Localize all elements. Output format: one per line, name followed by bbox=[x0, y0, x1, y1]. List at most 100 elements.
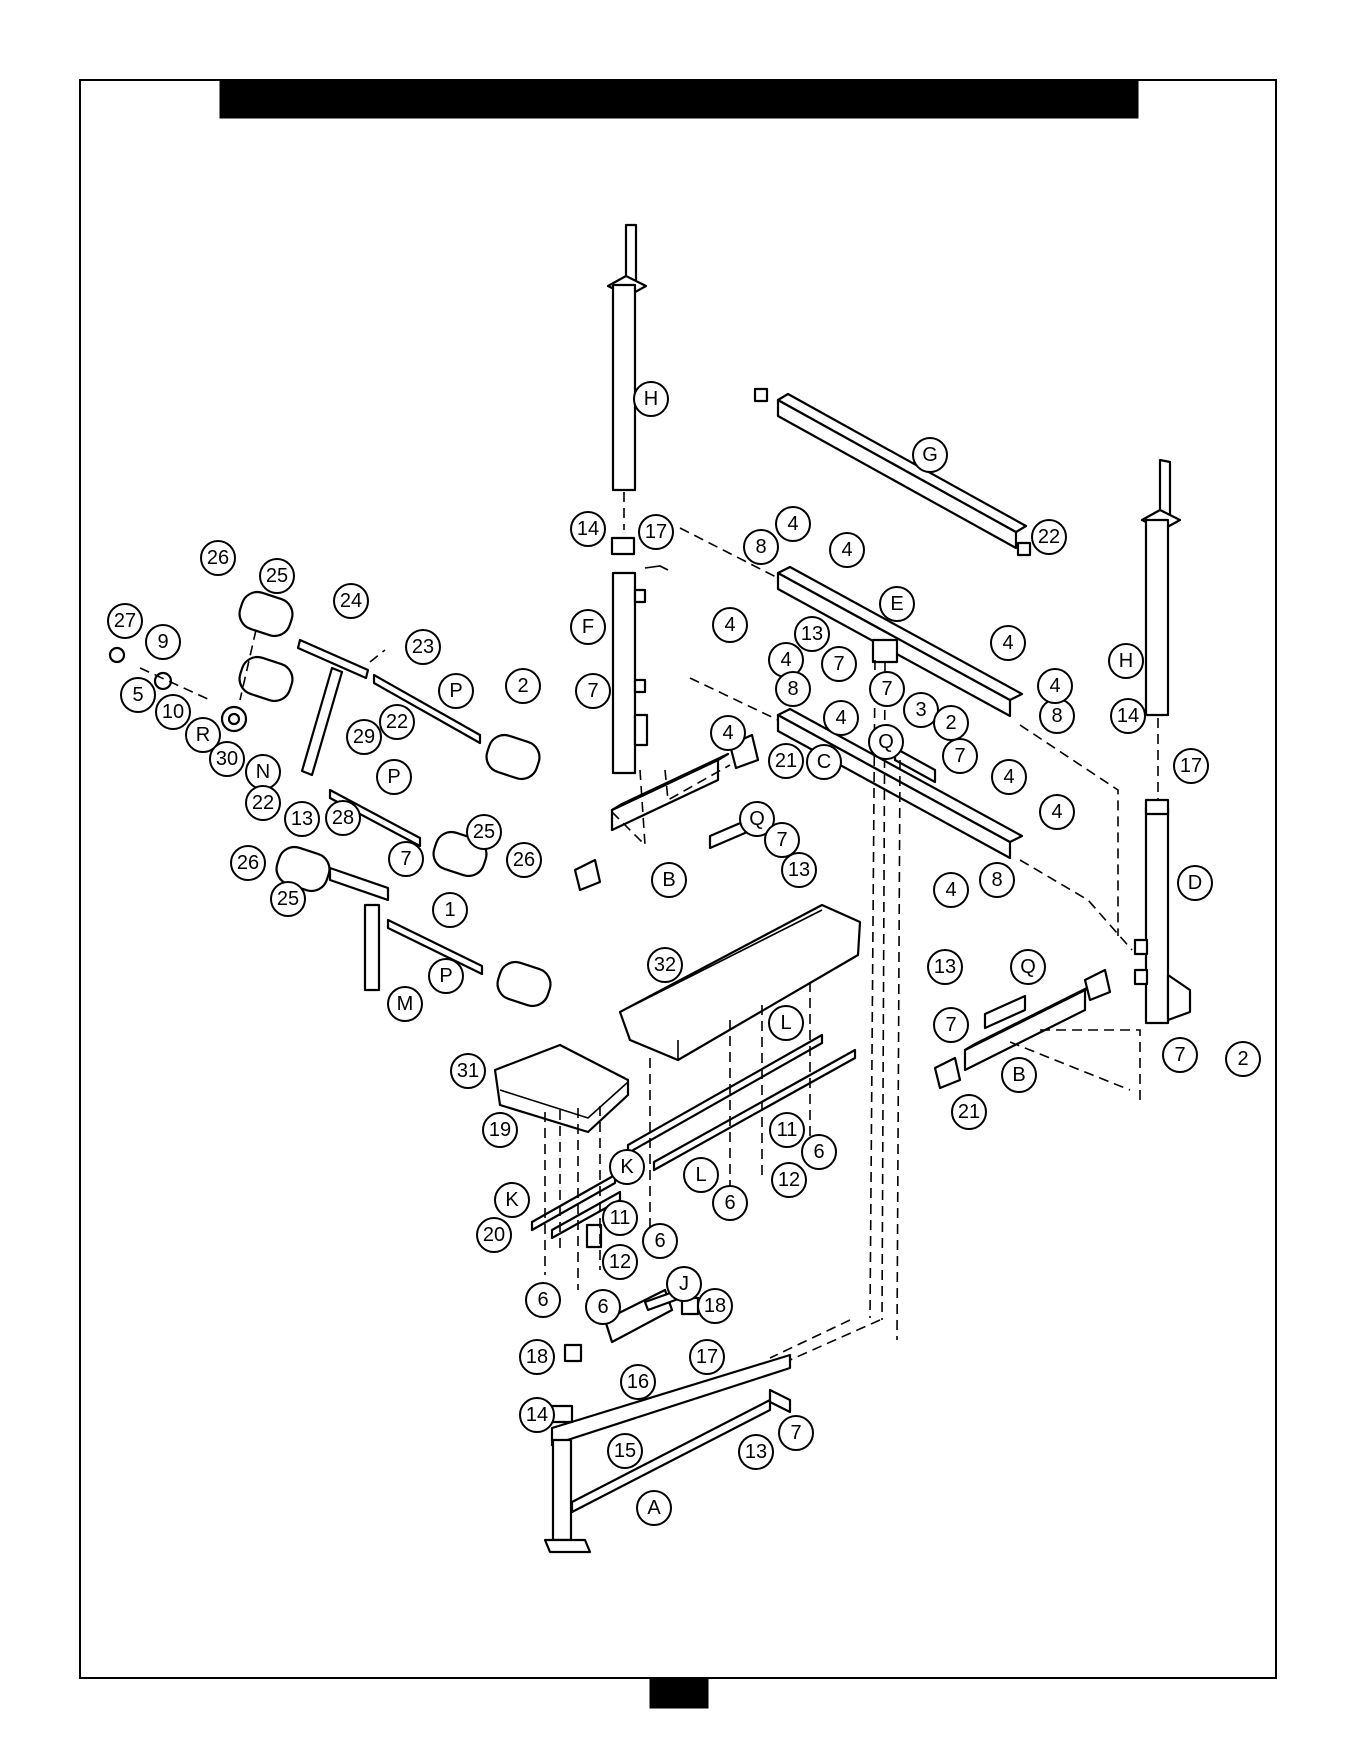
callout: 22 bbox=[246, 786, 280, 820]
svg-text:4: 4 bbox=[780, 649, 791, 671]
callout: 25 bbox=[467, 815, 501, 849]
callout: 16 bbox=[621, 1365, 655, 1399]
svg-text:22: 22 bbox=[1038, 526, 1060, 548]
part-d bbox=[1135, 800, 1190, 1023]
svg-text:P: P bbox=[449, 680, 462, 702]
callout: 7 bbox=[934, 1008, 968, 1042]
svg-text:C: C bbox=[817, 751, 831, 773]
callout: P bbox=[429, 959, 463, 993]
callout: 21 bbox=[952, 1095, 986, 1129]
svg-text:4: 4 bbox=[1003, 766, 1014, 788]
callout: 2 bbox=[934, 706, 968, 740]
svg-text:N: N bbox=[256, 761, 270, 783]
svg-text:32: 32 bbox=[654, 954, 676, 976]
callout: 26 bbox=[507, 843, 541, 877]
callout: 17 bbox=[639, 515, 673, 549]
callout: 4 bbox=[934, 873, 968, 907]
callout: 20 bbox=[477, 1218, 511, 1252]
callout: 4 bbox=[830, 533, 864, 567]
callout: 32 bbox=[648, 948, 682, 982]
svg-text:7: 7 bbox=[790, 1422, 801, 1444]
svg-text:B: B bbox=[1012, 1064, 1025, 1086]
svg-text:18: 18 bbox=[704, 1295, 726, 1317]
callout: 25 bbox=[260, 559, 294, 593]
callout: N bbox=[246, 755, 280, 789]
svg-text:5: 5 bbox=[132, 684, 143, 706]
svg-text:22: 22 bbox=[252, 792, 274, 814]
callout: 13 bbox=[928, 950, 962, 984]
callout: 26 bbox=[201, 541, 235, 575]
callout: 7 bbox=[765, 823, 799, 857]
parts-layer bbox=[110, 225, 1190, 1552]
svg-text:4: 4 bbox=[724, 614, 735, 636]
svg-text:13: 13 bbox=[788, 859, 810, 881]
part-h-left bbox=[608, 225, 646, 490]
callout: A bbox=[637, 1491, 671, 1525]
svg-text:7: 7 bbox=[954, 745, 965, 767]
svg-text:A: A bbox=[647, 1497, 661, 1519]
svg-text:6: 6 bbox=[813, 1141, 824, 1163]
callout: 3 bbox=[904, 693, 938, 727]
svg-text:8: 8 bbox=[787, 678, 798, 700]
callout: 26 bbox=[231, 846, 265, 880]
footer-page-tab bbox=[650, 1678, 708, 1708]
callout: 12 bbox=[772, 1163, 806, 1197]
svg-text:25: 25 bbox=[473, 821, 495, 843]
callout: 29 bbox=[347, 720, 381, 754]
callout: 10 bbox=[156, 695, 190, 729]
svg-text:26: 26 bbox=[513, 849, 535, 871]
svg-text:2: 2 bbox=[517, 675, 528, 697]
part-32-backrest bbox=[620, 905, 860, 1060]
svg-text:4: 4 bbox=[722, 722, 733, 744]
part-h-right bbox=[1142, 460, 1180, 715]
svg-text:2: 2 bbox=[945, 712, 956, 734]
svg-text:8: 8 bbox=[1051, 705, 1062, 727]
svg-text:G: G bbox=[922, 444, 938, 466]
svg-text:7: 7 bbox=[400, 848, 411, 870]
svg-text:P: P bbox=[387, 766, 400, 788]
svg-text:4: 4 bbox=[945, 879, 956, 901]
svg-text:22: 22 bbox=[386, 711, 408, 733]
svg-text:K: K bbox=[505, 1189, 519, 1211]
callout: 22 bbox=[380, 705, 414, 739]
callout: 13 bbox=[795, 617, 829, 651]
callout: 8 bbox=[1040, 699, 1074, 733]
svg-text:2: 2 bbox=[1237, 1048, 1248, 1070]
header-bar bbox=[220, 80, 1138, 118]
svg-text:4: 4 bbox=[841, 539, 852, 561]
callout: 22 bbox=[1032, 520, 1066, 554]
callout-layer: H G 22 14 17 4 8 4 H 26 25 24 F E 4 13 2… bbox=[108, 382, 1260, 1525]
svg-text:13: 13 bbox=[745, 1441, 767, 1463]
callout: 4 bbox=[776, 507, 810, 541]
svg-text:8: 8 bbox=[991, 869, 1002, 891]
svg-text:13: 13 bbox=[801, 623, 823, 645]
callout: Q bbox=[869, 725, 903, 759]
svg-text:3: 3 bbox=[915, 699, 926, 721]
callout: 6 bbox=[526, 1283, 560, 1317]
callout: 1 bbox=[433, 893, 467, 927]
part-25-rollers bbox=[235, 588, 554, 1010]
svg-text:B: B bbox=[662, 869, 675, 891]
callout: 7 bbox=[1163, 1038, 1197, 1072]
callout: 2 bbox=[1226, 1042, 1260, 1076]
callout: P bbox=[377, 760, 411, 794]
svg-text:27: 27 bbox=[114, 610, 136, 632]
svg-text:L: L bbox=[780, 1012, 791, 1034]
callout: E bbox=[880, 587, 914, 621]
callout: 9 bbox=[146, 625, 180, 659]
svg-text:18: 18 bbox=[526, 1346, 548, 1368]
callout: M bbox=[388, 987, 422, 1021]
svg-text:14: 14 bbox=[1117, 705, 1139, 727]
callout: B bbox=[1002, 1058, 1036, 1092]
callout: 4 bbox=[711, 716, 745, 750]
svg-text:7: 7 bbox=[945, 1014, 956, 1036]
callout: 5 bbox=[121, 678, 155, 712]
callout: 6 bbox=[586, 1290, 620, 1324]
svg-text:19: 19 bbox=[489, 1119, 511, 1141]
callout: 23 bbox=[406, 630, 440, 664]
callout: K bbox=[495, 1183, 529, 1217]
callout: 30 bbox=[210, 742, 244, 776]
svg-text:J: J bbox=[679, 1273, 689, 1295]
svg-text:7: 7 bbox=[881, 678, 892, 700]
svg-text:4: 4 bbox=[1051, 801, 1062, 823]
